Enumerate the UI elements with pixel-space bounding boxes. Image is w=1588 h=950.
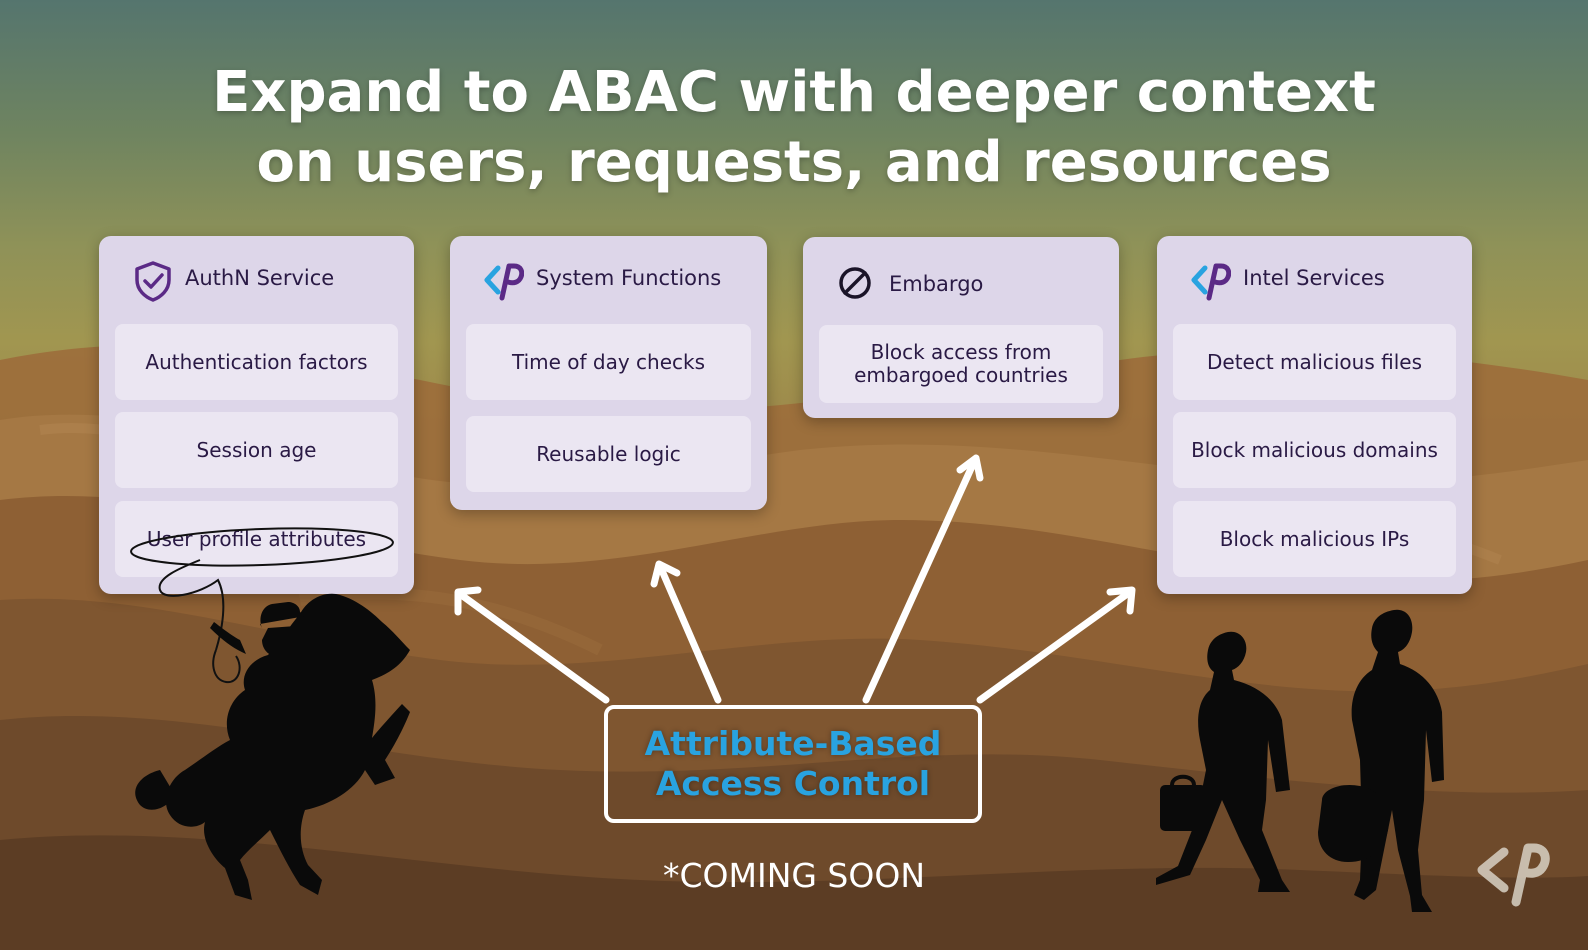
attribute-item: Reusable logic bbox=[466, 416, 751, 492]
card-system-functions: System Functions Time of day checks Reus… bbox=[450, 236, 767, 510]
coming-soon-footnote: *COMING SOON bbox=[662, 856, 926, 895]
attribute-item: Block access from embargoed countries bbox=[819, 325, 1103, 403]
card-header: System Functions bbox=[450, 236, 767, 322]
card-authn-service: AuthN Service Authentication factors Ses… bbox=[99, 236, 414, 594]
prohibited-icon bbox=[839, 267, 871, 299]
card-title: AuthN Service bbox=[185, 266, 335, 290]
brand-logo-icon bbox=[1191, 263, 1231, 301]
card-intel-services: Intel Services Detect malicious files Bl… bbox=[1157, 236, 1472, 594]
brand-logo-icon bbox=[484, 263, 524, 301]
card-embargo: Embargo Block access from embargoed coun… bbox=[803, 237, 1119, 418]
card-title: System Functions bbox=[536, 266, 722, 290]
card-header: Embargo bbox=[803, 237, 1119, 323]
card-title: Embargo bbox=[889, 272, 984, 296]
attribute-item: User profile attributes bbox=[115, 501, 398, 577]
abac-label: Attribute-Based Access Control bbox=[644, 724, 942, 803]
title-line-1: Expand to ABAC with deeper context bbox=[212, 60, 1376, 125]
title-line-2: on users, requests, and resources bbox=[256, 130, 1332, 195]
page-title: Expand to ABAC with deeper context on us… bbox=[0, 58, 1588, 198]
attribute-item: Detect malicious files bbox=[1173, 324, 1456, 400]
abac-center-box: Attribute-Based Access Control bbox=[604, 705, 982, 823]
shield-check-icon bbox=[135, 261, 171, 302]
attribute-item: Time of day checks bbox=[466, 324, 751, 400]
attribute-item: Authentication factors bbox=[115, 324, 398, 400]
attribute-item: Session age bbox=[115, 412, 398, 488]
attribute-item: Block malicious domains bbox=[1173, 412, 1456, 488]
card-title: Intel Services bbox=[1243, 266, 1385, 290]
attribute-item: Block malicious IPs bbox=[1173, 501, 1456, 577]
card-header: AuthN Service bbox=[99, 236, 414, 322]
card-header: Intel Services bbox=[1157, 236, 1472, 322]
